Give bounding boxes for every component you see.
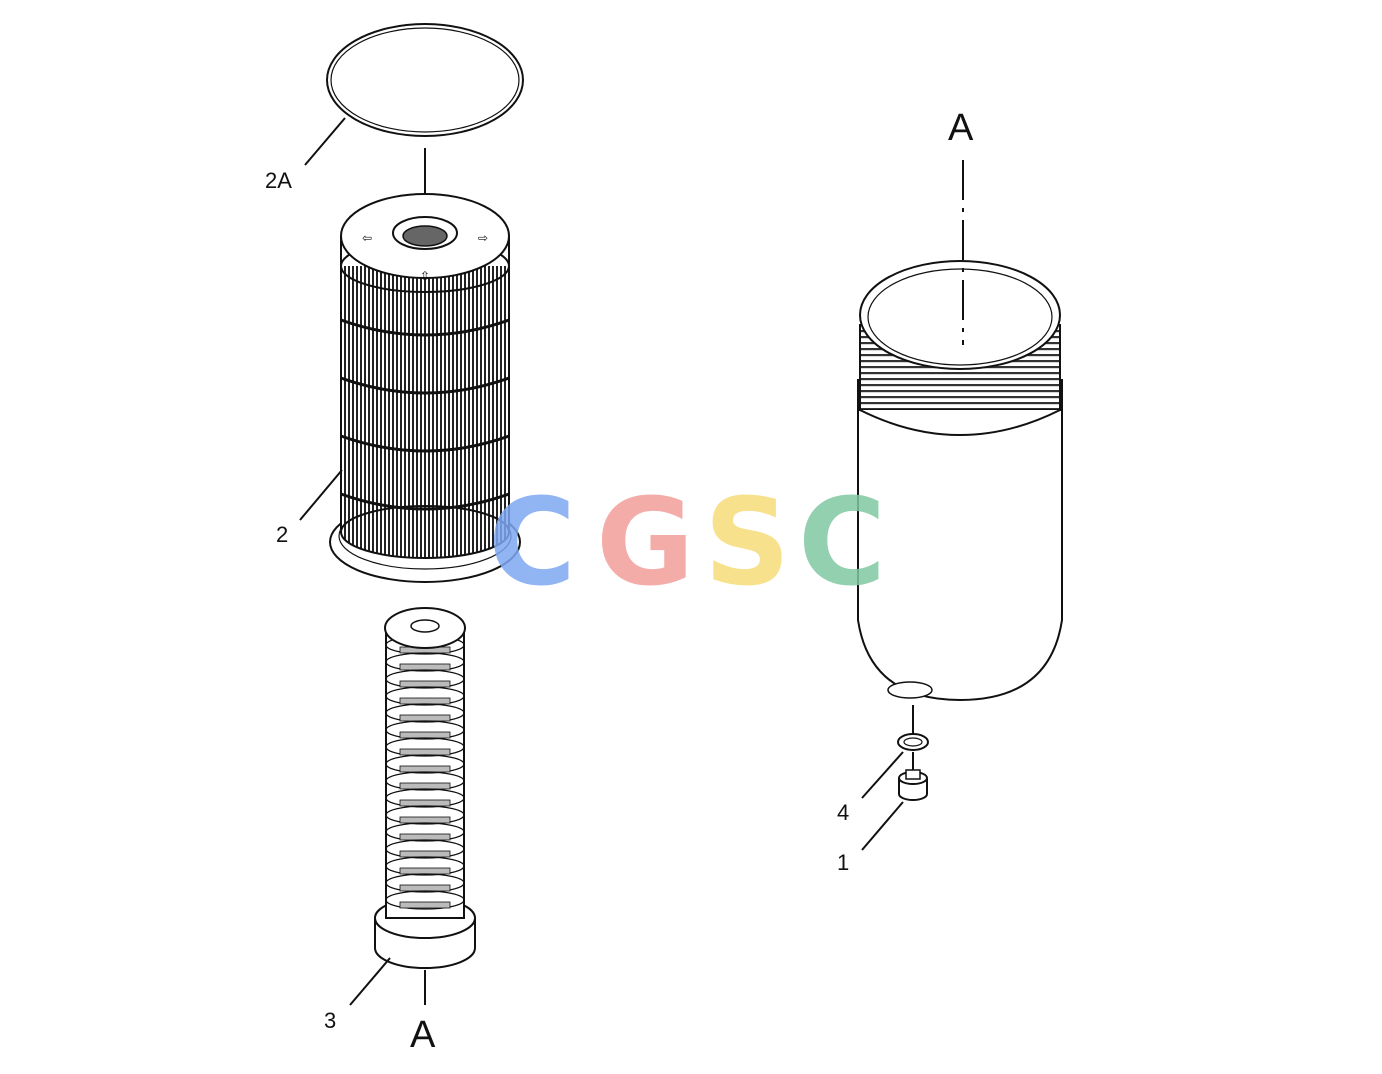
reference-letter-top: A [948,107,974,149]
watermark-letter-g: G [596,474,695,613]
watermark-letter-s: S [704,474,790,613]
filter-element-2[interactable]: ⇦ ⇨ ⇧ [329,193,521,583]
callout-1: 1 [837,850,849,875]
reference-letter-bottom: A [410,1014,436,1056]
leader-3 [349,957,391,1006]
callout-4: 4 [837,800,849,825]
o-ring-seal-2a[interactable] [326,23,524,137]
center-tube-rings [385,635,465,910]
leader-lines [299,117,904,1006]
leader-4 [861,751,904,799]
callout-3: 3 [324,1008,336,1033]
svg-text:⇧: ⇧ [420,269,430,283]
watermark-letter-c2: C [798,474,886,613]
callout-2: 2 [276,522,288,547]
watermark-logo: C G S C [488,474,886,613]
leader-1 [861,801,904,851]
leader-2 [299,469,343,521]
seal-ring-4[interactable] [897,733,929,751]
center-tube-3[interactable] [374,607,476,969]
drain-plug-1[interactable] [898,769,928,801]
callout-2a: 2A [265,168,292,193]
watermark-letter-c1: C [488,474,576,613]
leader-2a [304,117,346,166]
svg-text:⇦: ⇦ [362,231,372,245]
filter-housing-bowl[interactable] [857,260,1063,702]
svg-text:⇨: ⇨ [478,231,488,245]
